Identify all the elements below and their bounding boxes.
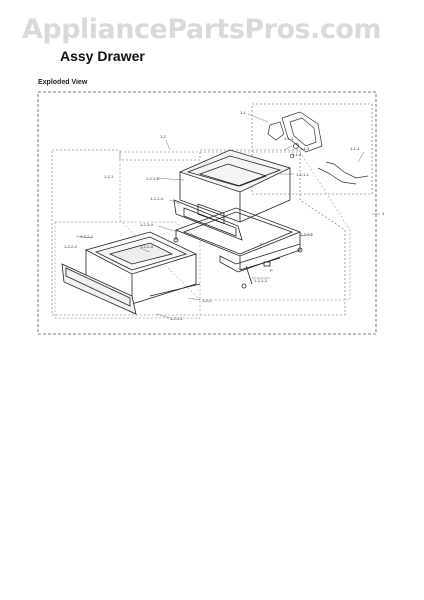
diagram-title: Assy Drawer [60, 48, 145, 64]
label-1-2-2: 1-2-2 [202, 298, 212, 303]
label-1-1-1: 1-1-1 [284, 136, 294, 141]
label-1-2: 1-2 [160, 134, 167, 139]
group-1-2-2-outline [54, 221, 201, 319]
label-p-1: P [260, 242, 263, 247]
drawer-pan [61, 231, 201, 315]
label-1-1-4: 1-1-4 [350, 146, 360, 151]
label-1-2-1-4: 1-2-1-4 [150, 196, 164, 201]
drawer-housing [173, 149, 292, 241]
label-1-2-1-1: 1-2-1-1 [296, 172, 310, 177]
label-1-1-3: 1-1-3 [300, 146, 310, 151]
label-1-2-2-2: 1-2-2-2 [64, 244, 78, 249]
label-1-2-2-3: 1-2-2-3 [140, 244, 154, 249]
watermark: AppliancePartsPros.com [22, 14, 382, 45]
label-1-2-1: 1-2-1 [104, 174, 114, 179]
group-1-2-outline [51, 149, 346, 316]
label-1-2-2-1: 1-2-2-1 [170, 316, 184, 321]
label-1-2-1-3: 1-2-1-3 [254, 278, 268, 283]
label-1-2-1-2-side: 1-2-1-2 [300, 232, 314, 237]
slide-rail-frame [173, 207, 303, 289]
group-1-2-1-outline [119, 151, 351, 301]
diagram-subtitle: Exploded View [38, 79, 88, 86]
label-1-1: 1-1 [240, 110, 247, 115]
label-1: 1 [382, 211, 385, 216]
label-1-1-2: 1-1-2 [292, 152, 302, 157]
label-p-2: P [270, 268, 273, 273]
bracket-assembly [267, 111, 369, 185]
label-1-2-2-4: 1-2-2-4 [80, 234, 94, 239]
leader-lines [75, 113, 380, 319]
label-1-2-3-4: 1-2-3-4 [140, 222, 154, 227]
label-1-2-1-2-top: 1-2-1-2 [146, 176, 160, 181]
